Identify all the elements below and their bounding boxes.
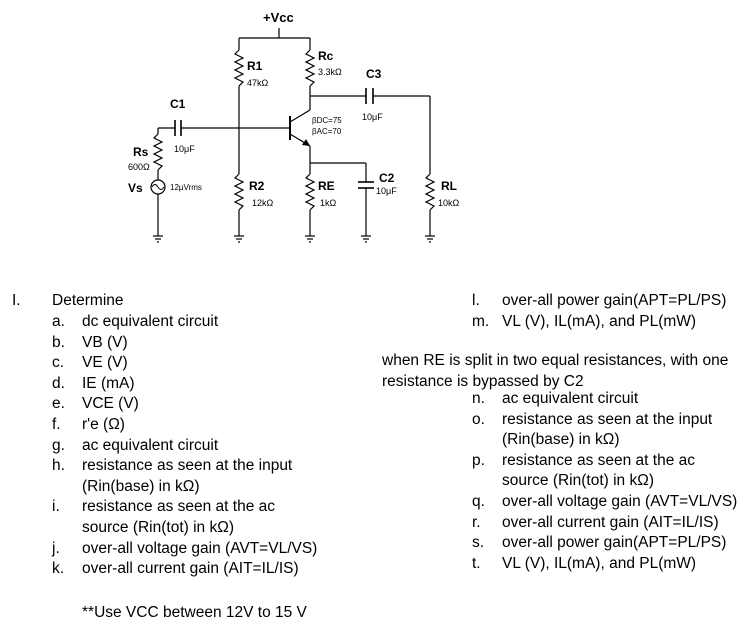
- task-text: resistance as seen at the input: [82, 457, 293, 475]
- task-letter: p.: [472, 451, 485, 469]
- task-letter: a.: [52, 313, 65, 330]
- task-text: VL (V), IL(mA), and PL(mW): [502, 554, 697, 572]
- task-text: resistance as seen at the input: [502, 410, 713, 428]
- rc-resistor: [304, 49, 316, 87]
- task-letter: b.: [52, 333, 65, 351]
- r2-name: R2: [249, 179, 265, 193]
- ground-icon: [153, 235, 163, 243]
- task-text: VL (V), IL(mA), and PL(mW): [502, 312, 697, 330]
- task-letter: c.: [52, 354, 65, 372]
- task-text: r'e (Ω): [82, 416, 125, 433]
- task-text: VCE (V): [82, 395, 139, 413]
- r1-resistor: [233, 49, 245, 87]
- rs-resistor: [152, 133, 164, 171]
- problem-number: I.: [12, 292, 21, 309]
- task-letter: g.: [52, 436, 65, 454]
- task-letter: j.: [52, 539, 60, 557]
- vs-name: Vs: [128, 181, 143, 195]
- task-letter: l.: [472, 292, 480, 309]
- task-text: VB (V): [82, 333, 128, 351]
- problem-heading: Determine: [52, 292, 124, 309]
- task-text-continuation: source (Rin(tot) in kΩ): [82, 519, 234, 536]
- beta-ac-label: βAC=70: [312, 127, 342, 136]
- task-text: over-all power gain(APT=PL/PS): [502, 292, 727, 309]
- task-letter: s.: [472, 534, 485, 552]
- task-letter: t.: [472, 554, 481, 572]
- split-note-text: when RE is split in two equal resistance…: [382, 352, 729, 390]
- ground-icon: [361, 235, 371, 243]
- transistor-emitter-arrow: [302, 139, 310, 146]
- task-text: over-all current gain (AIT=IL/IS): [502, 513, 719, 531]
- re-name: RE: [318, 179, 335, 193]
- task-text: over-all voltage gain (AVT=VL/VS): [502, 493, 738, 510]
- rs-value: 600Ω: [128, 162, 150, 172]
- re-resistor: [304, 173, 316, 211]
- c1-name: C1: [170, 97, 186, 111]
- rl-name: RL: [441, 179, 457, 193]
- task-text: over-all current gain (AIT=IL/IS): [82, 560, 299, 578]
- c2-value: 10μF: [376, 186, 397, 196]
- task-text-continuation: (Rin(base) in kΩ): [502, 431, 620, 449]
- rl-resistor: [424, 173, 436, 211]
- rs-name: Rs: [133, 145, 149, 159]
- task-text: ac equivalent circuit: [502, 390, 639, 407]
- amplifier-schematic: +Vcc R1 47kΩ Rc 3.3kΩ C3 10μF C1 10μF βD…: [128, 10, 460, 243]
- rl-value: 10kΩ: [438, 198, 460, 208]
- r2-resistor: [233, 173, 245, 211]
- task-letter: n.: [472, 390, 485, 407]
- task-text: over-all power gain(APT=PL/PS): [502, 534, 727, 552]
- c3-name: C3: [366, 67, 382, 81]
- task-text: IE (mA): [82, 374, 135, 392]
- vs-value: 12μVrms: [170, 183, 202, 192]
- r2-value: 12kΩ: [252, 198, 274, 208]
- task-text-continuation: source (Rin(tot) in kΩ): [502, 472, 654, 490]
- task-letter: f.: [52, 416, 61, 433]
- split-note: when RE is split in two equal resistance…: [382, 351, 742, 392]
- re-value: 1kΩ: [320, 198, 337, 208]
- vcc-label: +Vcc: [263, 10, 294, 25]
- footnote: **Use VCC between 12V to 15 V: [82, 604, 307, 621]
- r1-value: 47kΩ: [247, 78, 269, 88]
- task-letter: d.: [52, 374, 65, 392]
- c1-value: 10μF: [174, 144, 195, 154]
- task-list-right-bottom: n. ac equivalent circuit o. resistance as s…: [472, 389, 752, 579]
- task-text: resistance as seen at the ac: [502, 451, 696, 469]
- ground-icon: [305, 235, 315, 243]
- task-text-continuation: (Rin(base) in kΩ): [82, 477, 200, 495]
- c2-name: C2: [379, 171, 395, 185]
- rc-name: Rc: [318, 49, 334, 63]
- task-text: resistance as seen at the ac: [82, 498, 276, 516]
- task-text: VE (V): [82, 354, 128, 372]
- c3-value: 10μF: [362, 112, 383, 122]
- task-list-right-top: l. over-all power gain(APT=PL/PS) m. VL (V)…: [472, 291, 752, 333]
- task-letter: e.: [52, 395, 65, 413]
- task-letter: m.: [472, 312, 490, 330]
- ground-icon: [425, 235, 435, 243]
- task-text: ac equivalent circuit: [82, 436, 219, 454]
- ground-icon: [234, 235, 244, 243]
- task-letter: h.: [52, 457, 65, 475]
- task-letter: q.: [472, 493, 485, 510]
- task-text: dc equivalent circuit: [82, 313, 219, 330]
- r1-name: R1: [247, 59, 263, 73]
- task-list-left: a. dc equivalent circuit b. VB (V) c. VE (V) d…: [52, 312, 382, 592]
- task-letter: r.: [472, 513, 481, 531]
- task-letter: k.: [52, 560, 65, 578]
- task-letter: o.: [472, 410, 485, 428]
- task-text: over-all voltage gain (AVT=VL/VS): [82, 539, 318, 557]
- rc-value: 3.3kΩ: [318, 67, 342, 77]
- beta-dc-label: βDC=75: [312, 116, 342, 125]
- task-letter: i.: [52, 498, 60, 516]
